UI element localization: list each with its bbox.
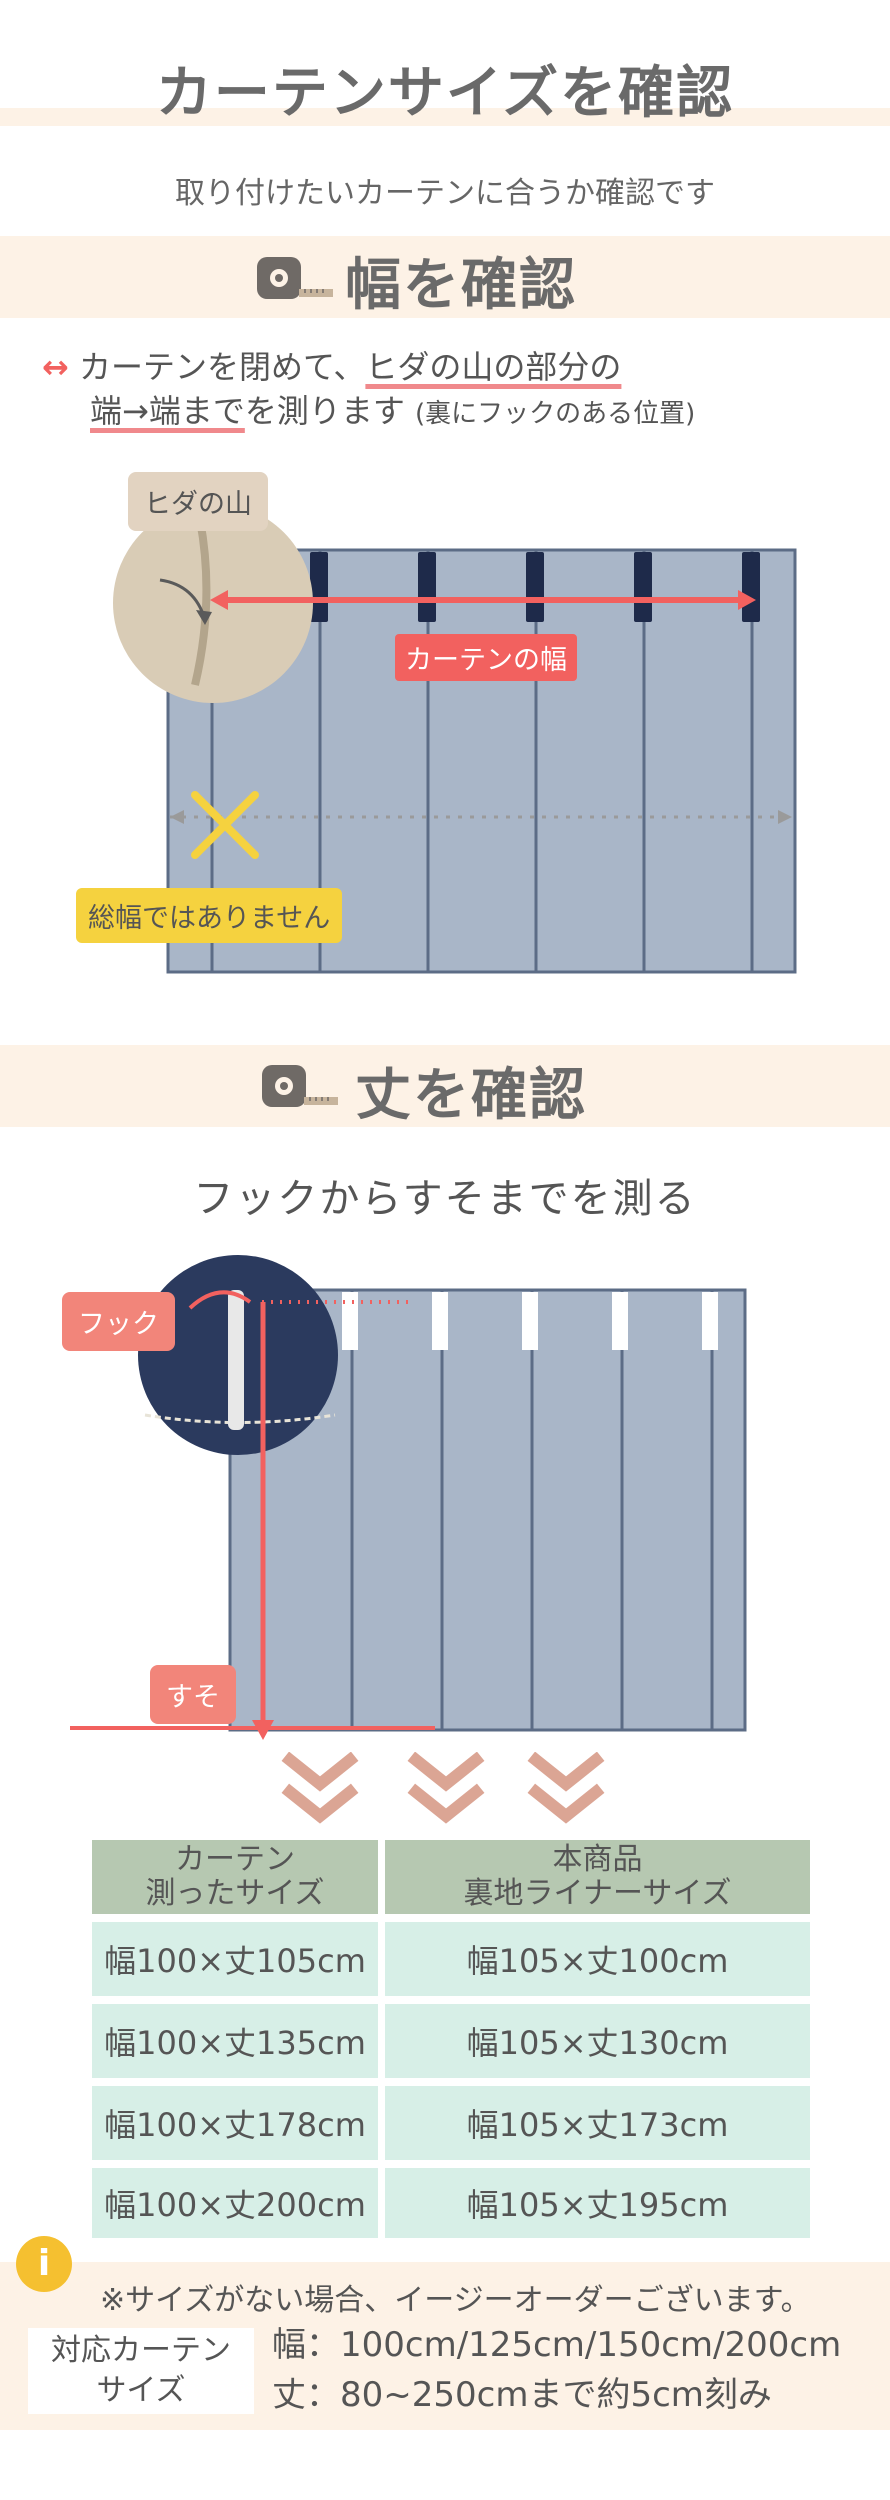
footer-note: ※サイズがない場合、イージーオーダーございます。 bbox=[100, 2283, 811, 2318]
title-underline bbox=[0, 108, 890, 126]
table-header-measured: カーテン 測ったサイズ bbox=[92, 1840, 378, 1914]
instruction-part2: を測ります bbox=[244, 392, 405, 430]
spec-label-box: 対応カーテン サイズ bbox=[28, 2328, 254, 2414]
width-section-band bbox=[0, 236, 890, 318]
tape-measure-icon bbox=[255, 255, 335, 305]
length-spec: 丈：80~250cmまで約5cm刻み bbox=[272, 2375, 772, 2415]
hook-slots bbox=[342, 1292, 718, 1350]
width-section-title: 幅を確認 bbox=[345, 253, 577, 318]
page-subtitle: 取り付けたいカーテンに合うか確認です bbox=[175, 176, 715, 211]
table-cell: 幅100×丈135cm bbox=[92, 2004, 378, 2078]
total-width-arrow-left bbox=[170, 810, 184, 824]
instruction-note: (裏にフックのある位置) bbox=[415, 399, 696, 429]
length-section-title: 丈を確認 bbox=[355, 1063, 587, 1128]
info-icon: i bbox=[16, 2236, 72, 2292]
tape-measure-icon bbox=[260, 1063, 340, 1113]
total-width-arrow-right bbox=[778, 810, 792, 824]
width-instruction: ↔ カーテンを閉めて、ヒダの山の部分の 端→端までを測ります (裏にフックのある… bbox=[42, 345, 882, 436]
curtain-width-label: カーテンの幅 bbox=[395, 634, 577, 681]
not-total-width-label: 総幅ではありません bbox=[76, 888, 343, 943]
curtain-pleats bbox=[350, 1290, 714, 1730]
length-illustration bbox=[70, 1255, 747, 1740]
instruction-highlight2: 端→端まで bbox=[90, 392, 245, 430]
double-arrow-icon: ↔ bbox=[42, 348, 69, 386]
instruction-part1: カーテンを閉めて、 bbox=[78, 348, 366, 386]
table-cell: 幅100×丈200cm bbox=[92, 2168, 378, 2238]
table-cell: 幅100×丈178cm bbox=[92, 2086, 378, 2160]
hook-label: フック bbox=[62, 1292, 175, 1351]
cross-mark-icon bbox=[191, 791, 259, 859]
table-cell: 幅105×丈130cm bbox=[385, 2004, 810, 2078]
length-subtitle: フックからすそまでを測る bbox=[193, 1176, 697, 1222]
table-header-product: 本商品 裏地ライナーサイズ bbox=[385, 1840, 810, 1914]
hem-label: すそ bbox=[150, 1665, 236, 1724]
spec-details: 幅：100cm/125cm/150cm/200cm 丈：80~250cmまで約5… bbox=[272, 2320, 841, 2420]
instruction-highlight1: ヒダの山の部分の bbox=[365, 348, 622, 386]
width-spec: 幅：100cm/125cm/150cm/200cm bbox=[272, 2325, 842, 2365]
hook-pin bbox=[228, 1290, 244, 1430]
table-cell: 幅100×丈105cm bbox=[92, 1922, 378, 1996]
table-cell: 幅105×丈195cm bbox=[385, 2168, 810, 2238]
page-title: カーテンサイズを確認 bbox=[155, 61, 735, 126]
length-section-band bbox=[0, 1045, 890, 1127]
pleat-label: ヒダの山 bbox=[128, 472, 268, 531]
table-cell: 幅105×丈173cm bbox=[385, 2086, 810, 2160]
pleat-closeup-photo bbox=[113, 503, 313, 703]
table-cell: 幅105×丈100cm bbox=[385, 1922, 810, 1996]
down-chevrons bbox=[281, 1752, 605, 1824]
